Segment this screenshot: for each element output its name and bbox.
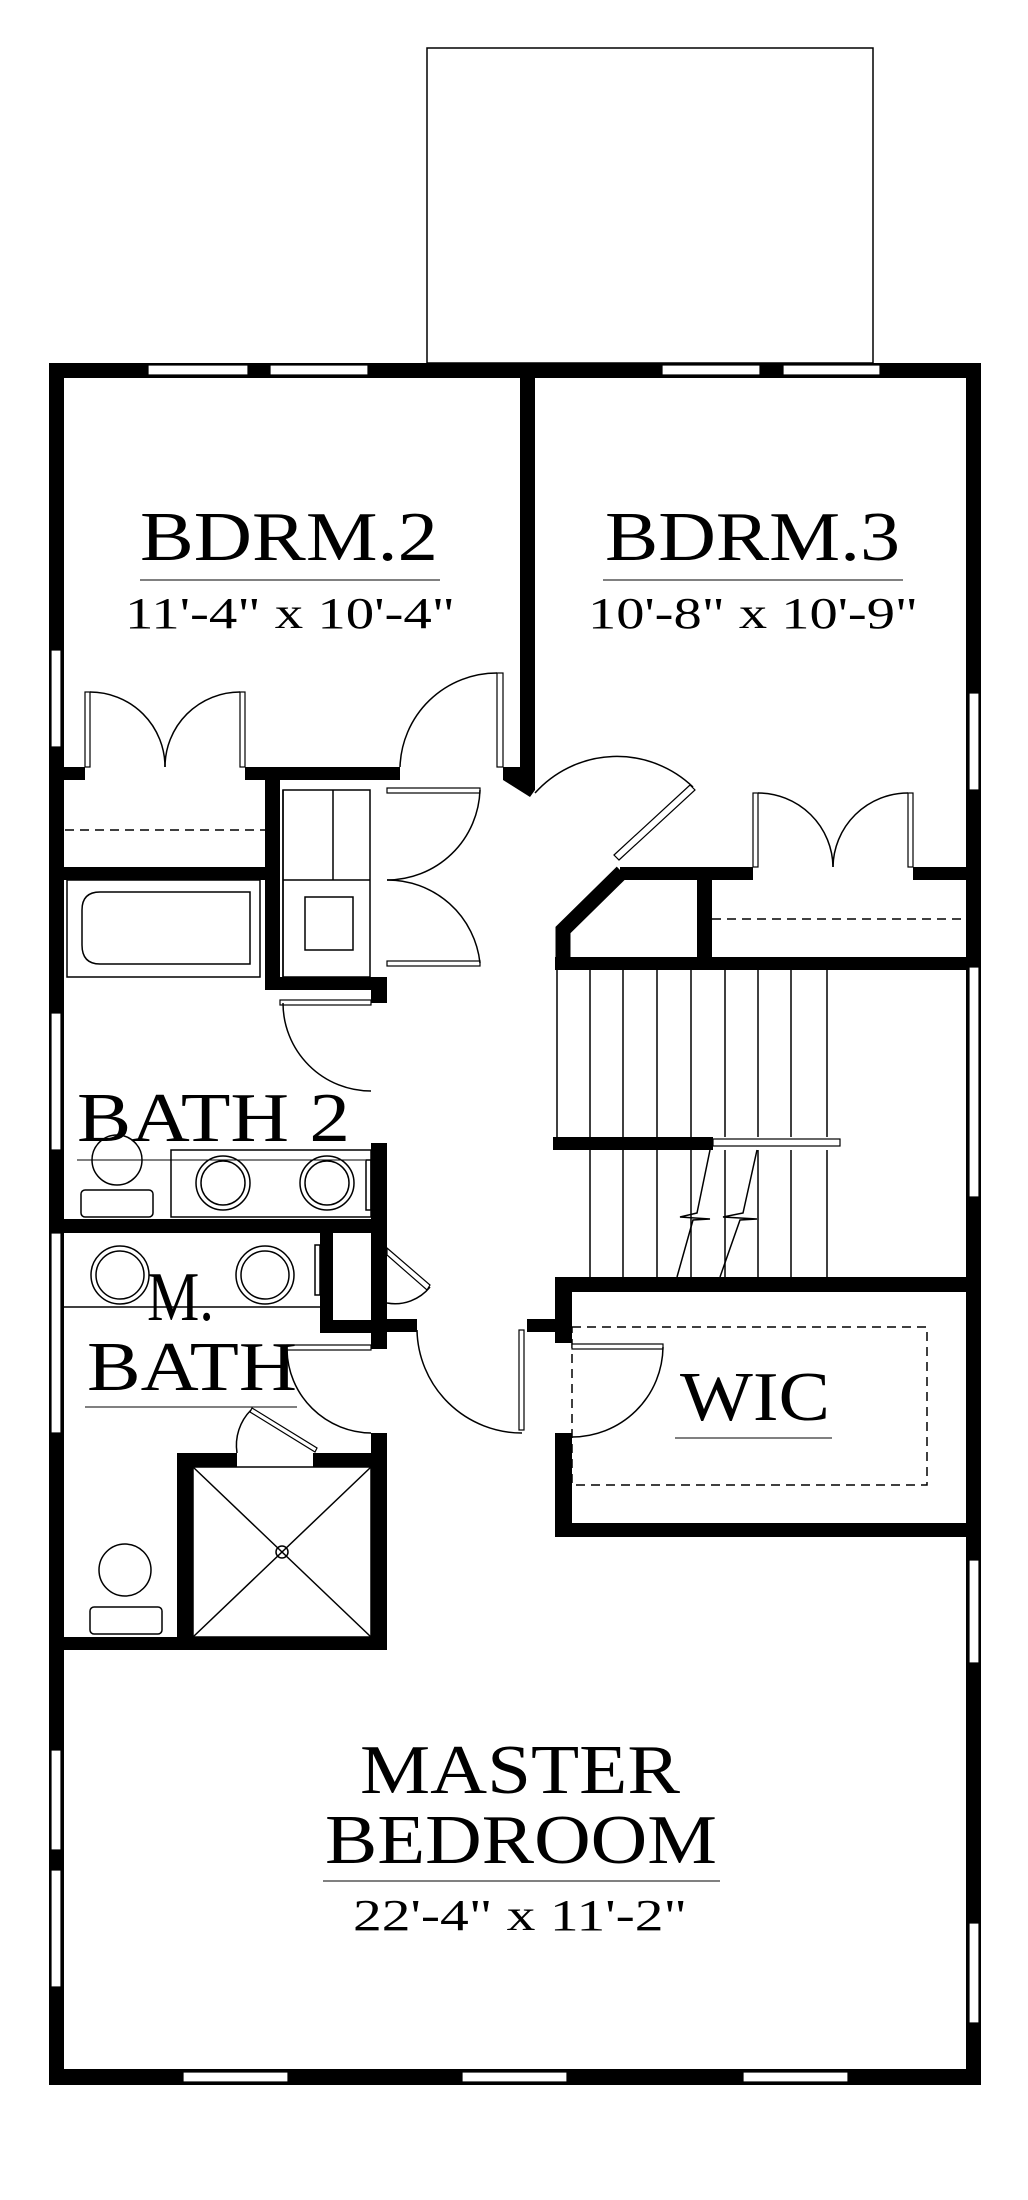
window [968, 692, 980, 791]
room-label-bdrm2: BDRM.2 11'-4" x 10'-4" [125, 499, 455, 638]
bdrm2-door [399, 672, 504, 768]
window [968, 1922, 980, 2024]
staircase [556, 970, 841, 1278]
window [968, 966, 980, 1198]
room-name-line2: BATH [87, 1329, 297, 1406]
window [968, 1559, 980, 1664]
window [461, 2071, 568, 2083]
bathtub [66, 879, 261, 978]
room-label-wic: WIC [675, 1359, 832, 1439]
room-size: 22'-4" x 11'-2" [353, 1891, 687, 1940]
room-name-line1: M. [147, 1259, 214, 1336]
window [50, 649, 62, 748]
window [661, 364, 761, 376]
porch-outline [426, 47, 874, 364]
window [50, 1012, 62, 1151]
room-name: BDRM.2 [140, 499, 438, 576]
master-door [416, 1329, 525, 1434]
room-name-line2: BEDROOM [325, 1802, 717, 1879]
room-size: 11'-4" x 10'-4" [125, 589, 455, 638]
linen-shelves [282, 789, 371, 978]
window [782, 364, 881, 376]
window [50, 1232, 62, 1434]
mbath-vanity [64, 1244, 321, 1308]
room-label-bdrm3: BDRM.3 10'-8" x 10'-9" [588, 499, 918, 638]
room-name: BATH 2 [77, 1080, 350, 1157]
wic-door [571, 1343, 664, 1438]
mbath-toilet [89, 1543, 163, 1635]
window [269, 364, 369, 376]
window [182, 2071, 289, 2083]
room-label-master: MASTER BEDROOM 22'-4" x 11'-2" [323, 1732, 720, 1940]
linen-closet-door [386, 787, 481, 967]
bdrm2-closet-door [84, 691, 246, 768]
window [50, 1749, 62, 1851]
shower [192, 1466, 372, 1638]
doors [84, 672, 914, 1454]
room-label-bath2: BATH 2 [77, 1080, 365, 1161]
wic-shelf-outline [571, 1326, 928, 1486]
hall-closet-door [386, 1246, 431, 1305]
bath2-door [279, 999, 372, 1092]
bath2-vanity [170, 1149, 372, 1218]
room-size: 10'-8" x 10'-9" [588, 589, 918, 638]
interior-walls [64, 377, 966, 1650]
bdrm3-closet-door [752, 792, 914, 868]
mbath-door [286, 1344, 372, 1434]
window [147, 364, 249, 376]
windows [50, 364, 980, 2083]
window [50, 1869, 62, 1988]
room-label-mbath: M. BATH [85, 1259, 297, 1408]
room-name: BDRM.3 [605, 499, 900, 576]
bdrm3-door [534, 755, 696, 861]
shower-door [235, 1407, 318, 1454]
room-name: WIC [680, 1359, 830, 1436]
window [742, 2071, 849, 2083]
room-name-line1: MASTER [360, 1732, 680, 1809]
